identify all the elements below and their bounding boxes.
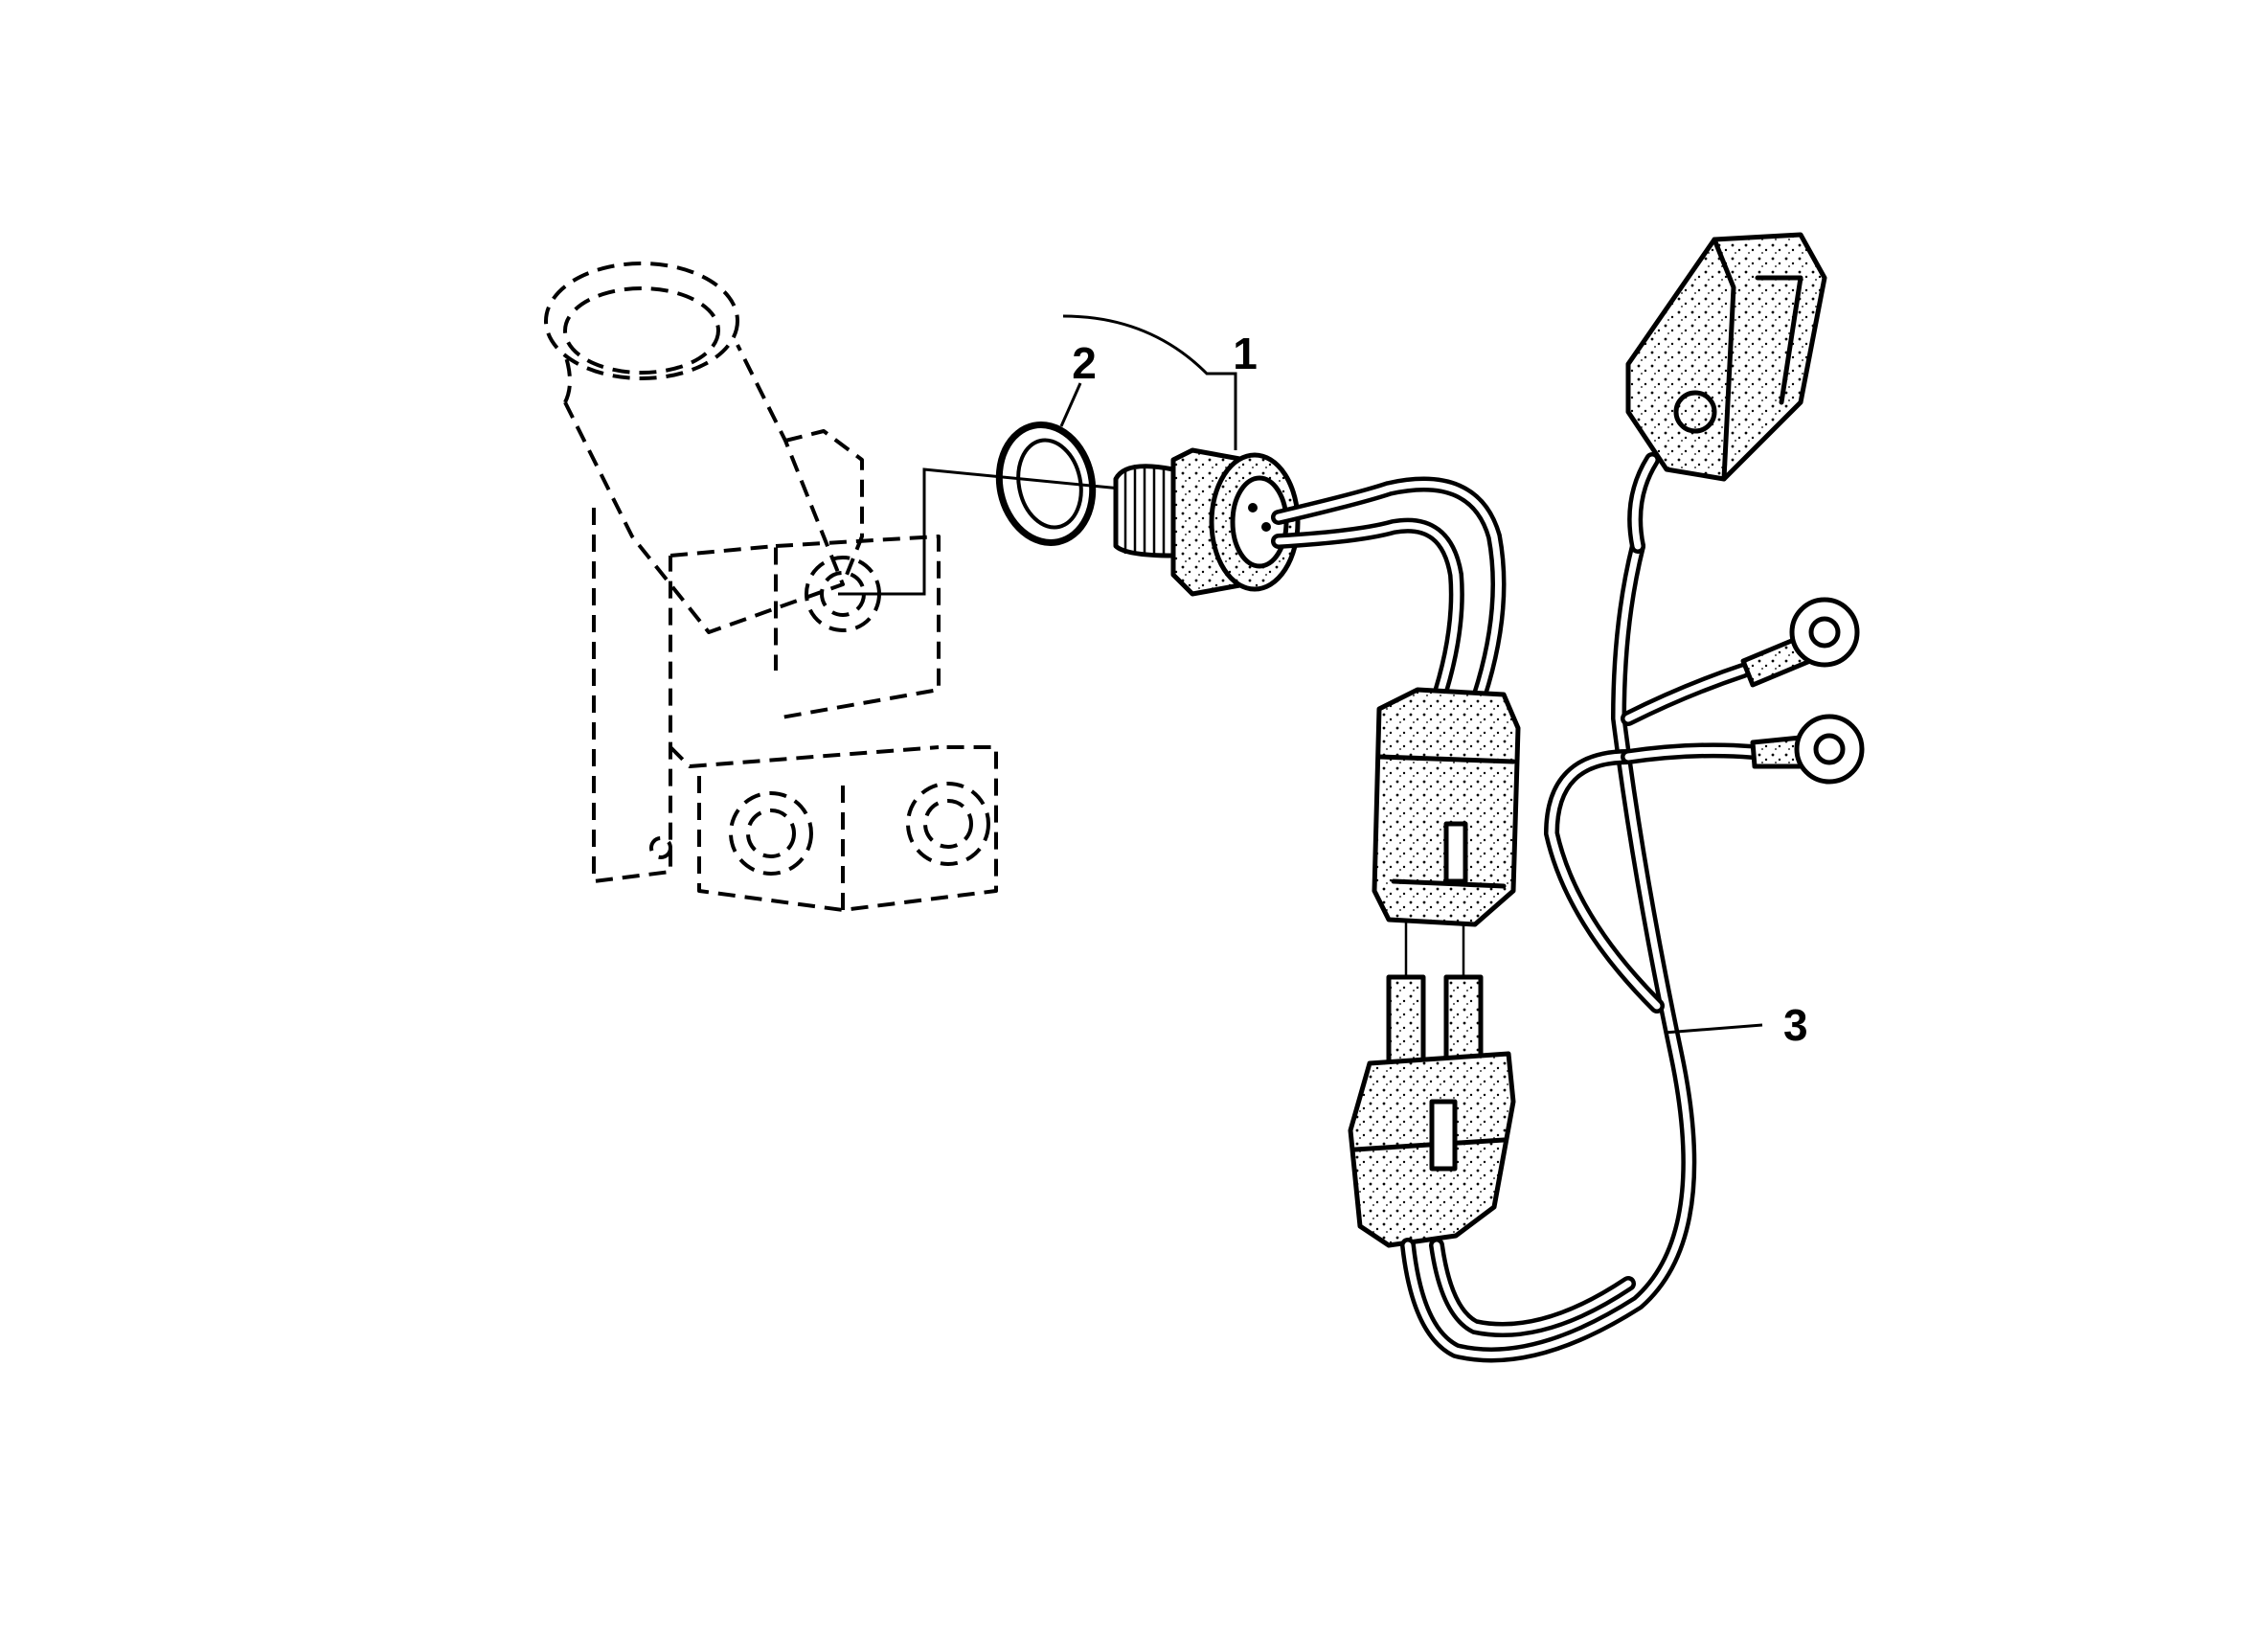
leader-2 — [1059, 382, 1082, 427]
upper-connector — [1372, 687, 1521, 927]
callout-2: 2 — [1072, 338, 1097, 388]
connector-pins — [1386, 922, 1484, 1066]
lower-connector — [1348, 1051, 1516, 1248]
sealing-washer — [995, 421, 1097, 546]
leader-1-bracket — [1062, 314, 1237, 450]
leader-lines — [1059, 314, 1763, 1035]
wiring-harness — [1400, 452, 1865, 1363]
callout-3: 3 — [1783, 1000, 1808, 1050]
temperature-sender — [1113, 447, 1301, 597]
sender-pigtail-wires — [1271, 476, 1507, 717]
assembly-centerline — [838, 467, 1122, 596]
harness-end-connector — [1625, 232, 1827, 482]
leader-3 — [1664, 1023, 1763, 1035]
callout-1: 1 — [1233, 329, 1258, 378]
thermostat-housing-phantom — [544, 262, 998, 912]
